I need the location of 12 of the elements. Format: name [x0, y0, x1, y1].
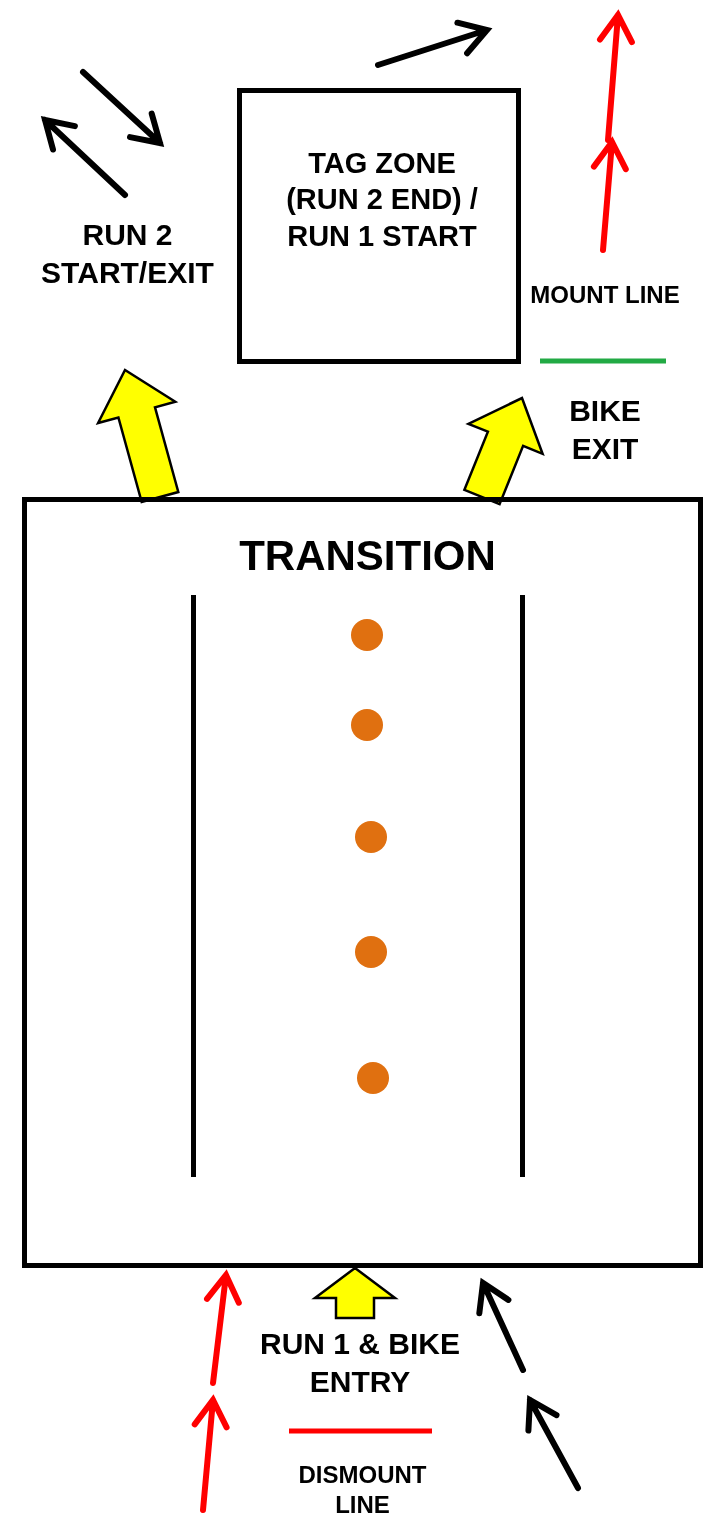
line-label: MOUNT LINE: [530, 280, 680, 310]
block-arrow: [95, 368, 180, 504]
zone-title: TAG ZONE (RUN 2 END) / RUN 1 START: [285, 146, 479, 254]
block-arrow: [462, 396, 545, 506]
tag-zone-box: [237, 88, 521, 364]
edge-label: BIKE EXIT: [568, 393, 642, 467]
transition-area-box: [22, 497, 703, 1268]
line-label: DISMOUNT LINE: [297, 1460, 428, 1520]
block-arrow: [311, 1266, 399, 1320]
area-label: RUN 2 START/EXIT: [40, 217, 215, 291]
area-title: TRANSITION: [238, 531, 497, 581]
area-label: RUN 1 & BIKE ENTRY: [259, 1326, 461, 1400]
